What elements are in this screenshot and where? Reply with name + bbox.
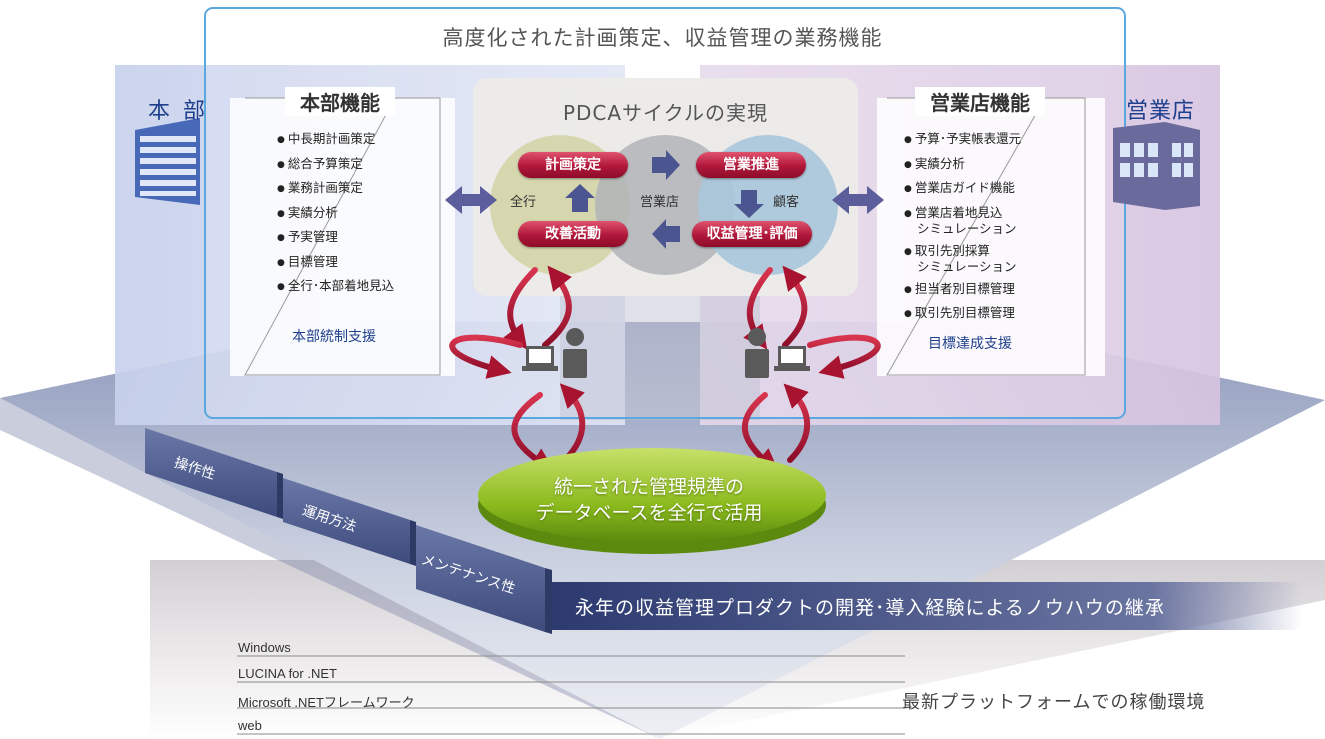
branch-support: 目標達成支援 (928, 336, 1012, 352)
database-text: 統一された管理規準の データベースを全行で活用 (479, 474, 819, 526)
pdca-title: PDCAサイクルの実現 (562, 101, 769, 125)
honbu-label: 本 部 (148, 99, 208, 124)
circle-label-customer: 顧客 (773, 195, 800, 210)
honbu-func-title: 本部機能 (285, 87, 395, 116)
steps-stair (145, 428, 552, 634)
database-line1: 統一された管理規準の (553, 476, 744, 498)
honbu-item: 中長期計画策定 (277, 128, 394, 153)
honbu-item: 全行･本部着地見込 (277, 275, 394, 300)
branch-item: 実績分析 (904, 153, 1021, 178)
banner-text: 永年の収益管理プロダクトの開発･導入経験によるノウハウの継承 (575, 597, 1165, 619)
database-line2: データベースを全行で活用 (535, 502, 763, 524)
branch-func-list: 予算･予実帳表還元 実績分析 営業店ガイド機能 営業店着地見込シミュレーション … (904, 128, 1021, 327)
header-title: 高度化された計画策定、収益管理の業務機能 (442, 26, 883, 50)
honbu-item: 実績分析 (277, 202, 394, 227)
honbu-building-icon (135, 118, 200, 205)
honbu-item: 予実管理 (277, 226, 394, 251)
layer-label: Windows (238, 640, 291, 655)
branch-item: 担当者別目標管理 (904, 278, 1021, 303)
person-pc-right-icon (745, 328, 810, 378)
branch-func-title: 営業店機能 (915, 87, 1045, 116)
step-plan: 計画策定 (518, 152, 628, 178)
honbu-item: 業務計画策定 (277, 177, 394, 202)
circle-label-zenkou: 全行 (510, 195, 537, 210)
arrow-plan-do (652, 150, 680, 180)
step-check: 収益管理･評価 (692, 221, 812, 247)
database-disc (478, 448, 826, 542)
platform-label: 最新プラットフォームでの稼働環境 (902, 692, 1206, 713)
layer-lines (237, 655, 905, 735)
branch-label: 営業店 (1126, 99, 1196, 124)
honbu-item: 目標管理 (277, 251, 394, 276)
layer-label: web (238, 718, 262, 733)
branch-item: 営業店ガイド機能 (904, 177, 1021, 202)
arrow-act-plan (565, 184, 595, 212)
branch-item: 取引先別目標管理 (904, 302, 1021, 327)
step-act: 改善活動 (518, 221, 628, 247)
double-arrow-left (445, 186, 497, 214)
honbu-support: 本部統制支援 (292, 329, 376, 345)
person-pc-left-icon (522, 328, 587, 378)
arrow-do-check (734, 190, 764, 218)
layer-label: Microsoft .NETフレームワーク (238, 695, 415, 710)
layer-label: LUCINA for .NET (238, 666, 337, 681)
arrow-check-act (652, 219, 680, 249)
circle-label-branch: 営業店 (640, 195, 680, 210)
branch-building-icon (1113, 122, 1200, 210)
honbu-item: 総合予算策定 (277, 153, 394, 178)
step-do: 営業推進 (696, 152, 806, 178)
honbu-func-list: 中長期計画策定 総合予算策定 業務計画策定 実績分析 予実管理 目標管理 全行･… (277, 128, 394, 300)
double-arrow-right (832, 186, 884, 214)
knowhow-banner (552, 582, 1302, 630)
branch-item: 予算･予実帳表還元 (904, 128, 1021, 153)
